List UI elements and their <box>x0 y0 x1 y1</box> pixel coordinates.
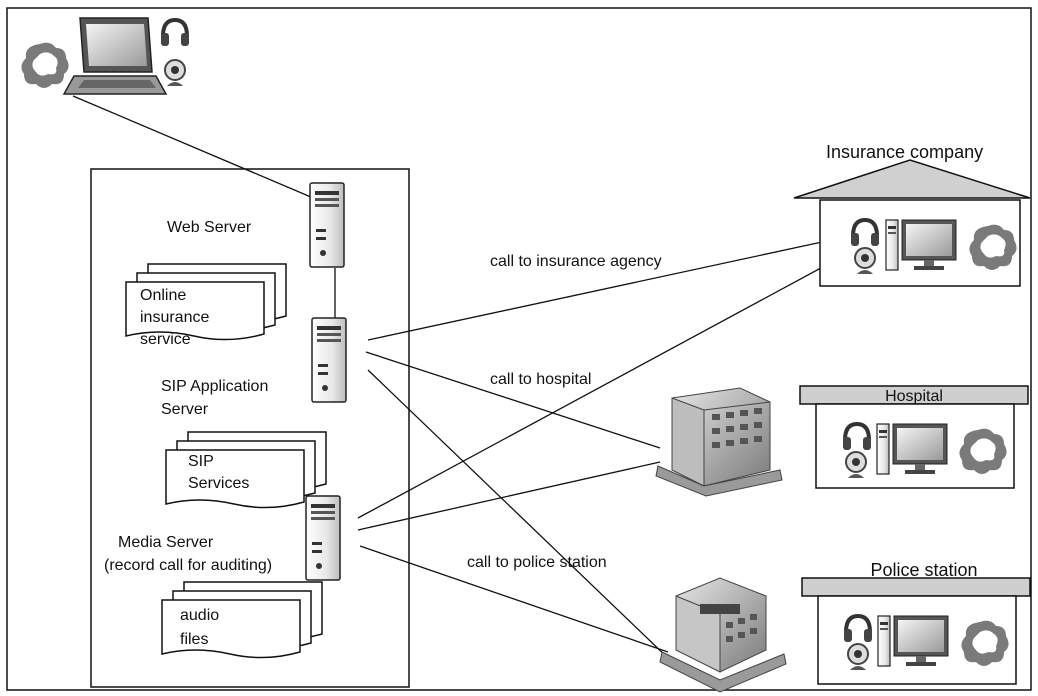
hospital-3d-icon <box>655 387 783 497</box>
doc-sip-line1: SIP <box>188 453 214 470</box>
doc-online-line3: service <box>140 331 191 348</box>
blob-icon <box>959 428 1007 474</box>
police-station-3d-icon <box>659 577 787 693</box>
insurance-company-label: Insurance company <box>826 142 983 162</box>
sip-server-icon <box>311 317 347 403</box>
doc-audio-line1: audio <box>180 607 219 624</box>
blob-icon <box>961 620 1009 666</box>
media-server-label-line2: (record call for auditing) <box>104 557 272 574</box>
doc-online-line1: Online <box>140 287 186 304</box>
edge-label-call-hospital: call to hospital <box>490 371 591 388</box>
blob-icon <box>969 224 1017 270</box>
connector-lines <box>72 95 833 661</box>
blob-icon <box>21 42 69 88</box>
edge-label-call-police: call to police station <box>467 554 607 571</box>
media-server-icon <box>305 495 341 581</box>
web-server-icon <box>309 182 345 268</box>
headset-icon <box>159 18 191 48</box>
laptop-icon <box>62 17 168 95</box>
doc-audio-line2: files <box>180 631 208 648</box>
hospital-label: Hospital <box>885 388 943 405</box>
outer-border <box>6 7 1032 691</box>
web-server-label: Web Server <box>167 219 252 236</box>
edge-label-call-insurance: call to insurance agency <box>490 253 662 270</box>
sip-server-label-line1: SIP Application <box>161 378 268 395</box>
server-group-box <box>90 168 410 688</box>
police-station-label: Police station <box>870 560 977 580</box>
webcam-icon <box>164 59 186 87</box>
media-server-label-line1: Media Server <box>118 534 214 551</box>
doc-sip-line2: Services <box>188 475 249 492</box>
sip-server-label-line2: Server <box>161 401 209 418</box>
doc-online-line2: insurance <box>140 309 209 326</box>
